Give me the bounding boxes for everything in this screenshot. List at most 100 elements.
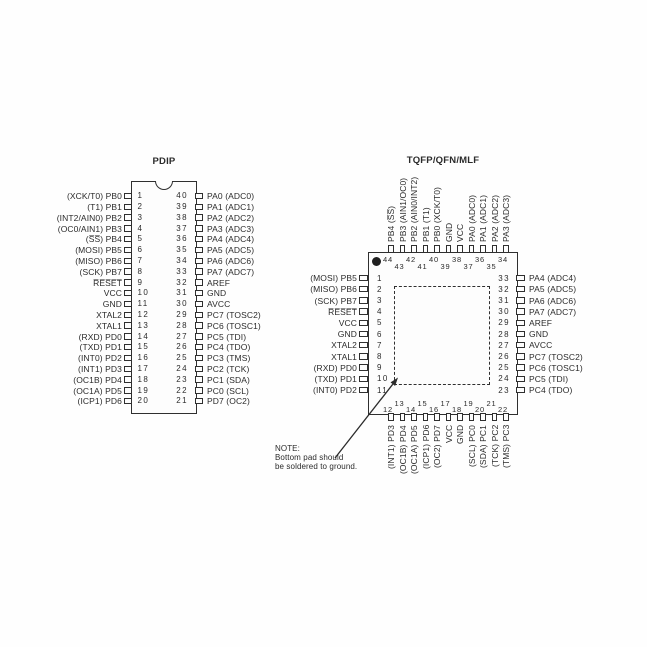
pin-label: AREF [207, 277, 231, 288]
pin-stub [516, 297, 525, 304]
pin-stub [422, 244, 429, 253]
pin-stub [123, 387, 132, 394]
pin-label: AVCC [207, 299, 231, 310]
tqfp-chip-body [368, 252, 518, 415]
pin-stub [123, 203, 132, 210]
pin-num-sm: 7 [377, 340, 383, 350]
pin-number: 13 [137, 320, 150, 330]
pin-num-sm: 32 [498, 284, 510, 294]
pin-label: (OC1A) PD5 [73, 385, 122, 396]
pin-number: 41 [417, 261, 428, 271]
pin-stub [434, 244, 440, 253]
pin-stub [123, 246, 132, 254]
pin-number: 18 [137, 374, 150, 384]
pin-stub [388, 244, 394, 253]
pin-stub [399, 244, 406, 253]
pin-stub [123, 333, 132, 340]
pin-label: PC4 (TDO) [207, 342, 251, 353]
pin-label: PC1 (SDA) [207, 374, 250, 385]
note-line: be soldered to ground. [275, 461, 358, 471]
pin-number: 37 [463, 261, 474, 271]
pin-label: PA7 (ADC7) [207, 266, 255, 277]
pin-label: (TCK) PC2 [489, 425, 500, 468]
pin-label: GND [207, 288, 227, 299]
pin-number: 36 [176, 234, 188, 244]
pin-label: PC6 (TOSC1) [529, 362, 583, 373]
pin-num-sm: 9 [377, 363, 383, 373]
pin-stub [516, 319, 525, 326]
pin-stub [123, 311, 132, 318]
pin-stub [195, 268, 204, 275]
pin-num-sm: 2 [377, 284, 383, 294]
pin-number: 23 [176, 374, 188, 384]
pin-label: PC4 (TDO) [529, 385, 573, 396]
pin-stub [411, 244, 417, 253]
pin-stub [195, 387, 204, 394]
pin-label: (TXD) PD1 [314, 373, 357, 384]
pin-number: 37 [176, 223, 188, 233]
pin-label: (OC2) PD7 [432, 425, 442, 468]
pin-label: (OC1A) PD5 [409, 425, 419, 474]
pin-num-sm: 26 [498, 351, 510, 361]
pin-number: 27 [176, 331, 188, 341]
pin-label: PB3 (AIN1/OC0) [397, 177, 408, 242]
pin-label: PA3 (ADC3) [207, 223, 255, 234]
pin-label: PC5 (TDI) [207, 331, 247, 342]
pin-stub [195, 365, 204, 372]
pin-num-sm: 11 [377, 385, 389, 395]
pin-stub [123, 344, 132, 351]
pin-stub [516, 342, 525, 349]
pin-stub [195, 333, 204, 340]
pin-label: GND [102, 299, 122, 310]
pin-label: PA7 (ADC7) [529, 306, 577, 317]
pin-number: 39 [176, 202, 188, 211]
pin-number: 40 [176, 191, 188, 201]
pin-number: 1 [137, 191, 144, 201]
pin-number: 11 [137, 299, 149, 309]
pin-number: 22 [498, 405, 508, 414]
pin-num-sm: 31 [498, 295, 510, 305]
pin-label: PA1 (ADC1) [478, 194, 488, 242]
pin-stub [516, 375, 525, 382]
pin-label: R̅E̅S̅E̅T̅ [93, 277, 122, 288]
pin-label: (S̅S̅) PB4 [85, 234, 122, 245]
pin-number: 38 [452, 255, 462, 264]
pin-stub [123, 365, 132, 372]
pin-label: PB4 (S̅S̅) [386, 205, 396, 242]
pin-number: 12 [137, 310, 150, 319]
pin-number: 17 [137, 364, 150, 373]
pin-num-sm: 28 [498, 329, 510, 339]
note-line: Bottom pad should [275, 452, 344, 462]
pin-number: 6 [137, 245, 144, 255]
pin-stub [123, 268, 132, 275]
pin-label: GND [529, 329, 549, 340]
pin-num-sm: 29 [498, 318, 510, 328]
pin-stub [195, 398, 204, 405]
pin-label: (SCL) PC0 [466, 425, 477, 467]
pin-label: PC3 (TMS) [207, 353, 251, 364]
pin-number: 42 [406, 255, 416, 264]
pin-stub [457, 244, 463, 253]
pin-label: XTAL2 [96, 309, 122, 320]
pin-label: PB1 (T1) [420, 207, 431, 242]
pin-stub [359, 297, 368, 304]
pin-label: (MISO) PB6 [310, 284, 357, 295]
pin-label: PA5 (ADC5) [529, 284, 577, 295]
pin-stub [123, 376, 132, 383]
pin-stub [468, 244, 475, 253]
pin-label: PA2 (ADC2) [489, 194, 500, 242]
pin-stub [123, 257, 132, 264]
pin-number: 5 [137, 234, 144, 244]
pin-num-sm: 1 [377, 273, 383, 283]
pin-label: (SCK) PB7 [314, 295, 357, 306]
pin-stub [195, 344, 204, 351]
pin-stub [123, 300, 132, 308]
pin-num-sm: 10 [377, 374, 389, 384]
pin-num-sm: 5 [377, 318, 383, 328]
pin-number: 4 [137, 223, 144, 233]
pin-label: (OC0/AIN1) PB3 [57, 223, 122, 234]
pin-stub [359, 274, 368, 282]
pin-number: 20 [475, 405, 485, 414]
pin-stub [195, 300, 204, 308]
